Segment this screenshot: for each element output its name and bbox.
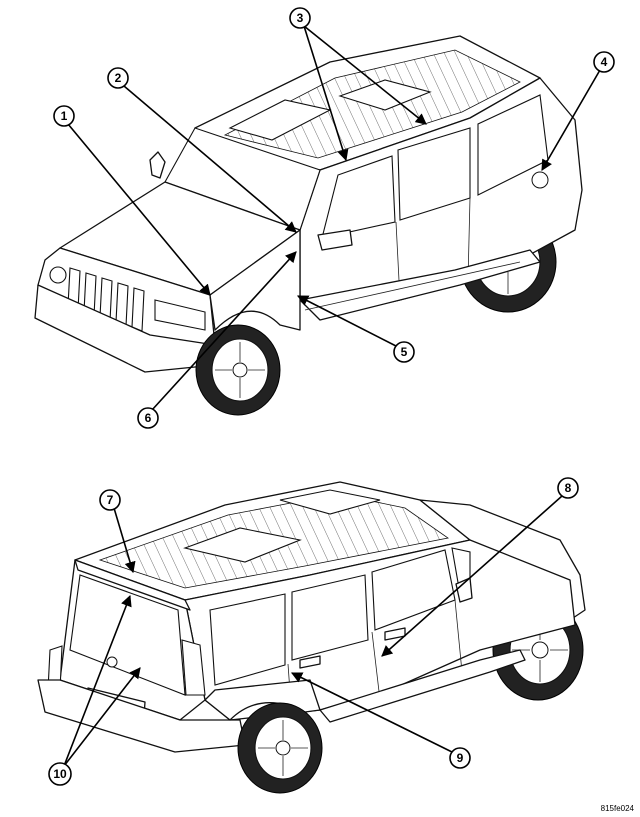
callout-1: 1 (53, 105, 75, 127)
callout-3: 3 (289, 7, 311, 29)
callout-4: 4 (593, 51, 615, 73)
callout-9: 9 (449, 747, 471, 769)
callout-10: 10 (48, 762, 72, 786)
sunroof-rear-top (338, 79, 432, 111)
figure-id: 815fe024 (600, 804, 634, 813)
callout-10-label: 10 (53, 767, 67, 781)
callout-9-label: 9 (457, 751, 464, 765)
callout-6: 6 (137, 407, 159, 429)
callout-5-label: 5 (401, 345, 408, 359)
callout-1-label: 1 (61, 109, 68, 123)
callout-8: 8 (557, 477, 579, 499)
sunroof-rear-bottom (183, 527, 302, 563)
callout-3-label: 3 (297, 11, 304, 25)
callout-6-label: 6 (145, 411, 152, 425)
rear-window (69, 574, 186, 696)
callout-4-label: 4 (601, 55, 608, 69)
callout-2: 2 (107, 67, 129, 89)
rear-wheel-bottom (237, 702, 323, 794)
vehicle-front-three-quarter-view (34, 35, 583, 416)
callout-2-label: 2 (115, 71, 122, 85)
callout-7: 7 (99, 489, 121, 511)
vehicle-rear-three-quarter-view (37, 481, 586, 794)
front-wheel-top (195, 324, 281, 416)
callout-5: 5 (393, 341, 415, 363)
side-mirror-top (317, 229, 353, 251)
callout-7-label: 7 (107, 493, 114, 507)
leader-lines (63, 25, 601, 767)
sunroof-front-bottom (279, 489, 381, 515)
callout-8-label: 8 (565, 481, 572, 495)
